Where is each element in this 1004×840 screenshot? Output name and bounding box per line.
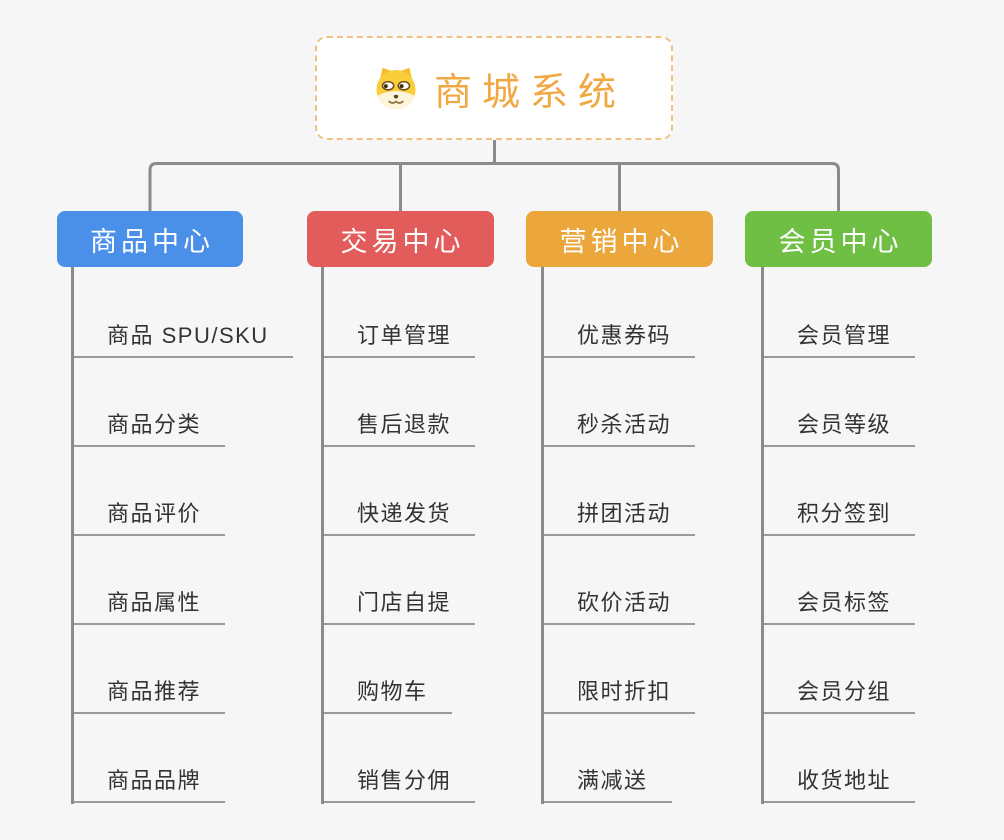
child-node[interactable]: 秒杀活动 <box>544 410 696 447</box>
branch-node-trade-center[interactable]: 交易中心 <box>307 211 494 267</box>
child-node[interactable]: 会员分组 <box>764 677 916 714</box>
child-list-trade-center: 订单管理 售后退款 快递发货 门店自提 购物车 销售分佣 <box>321 267 556 804</box>
branch-bus-line <box>148 162 840 211</box>
branch-node-member-center[interactable]: 会员中心 <box>745 211 932 267</box>
child-node[interactable]: 售后退款 <box>324 410 476 447</box>
child-list-marketing-center: 优惠券码 秒杀活动 拼团活动 砍价活动 限时折扣 满减送 <box>541 267 776 804</box>
child-node[interactable]: 商品属性 <box>74 588 226 625</box>
child-node[interactable]: 商品 SPU/SKU <box>74 321 293 358</box>
child-list-member-center: 会员管理 会员等级 积分签到 会员标签 会员分组 收货地址 <box>761 267 996 804</box>
child-node[interactable]: 会员管理 <box>764 321 916 358</box>
child-node[interactable]: 限时折扣 <box>544 677 696 714</box>
child-node[interactable]: 商品推荐 <box>74 677 226 714</box>
child-node[interactable]: 快递发货 <box>324 499 476 536</box>
child-list-product-center: 商品 SPU/SKU 商品分类 商品评价 商品属性 商品推荐 商品品牌 <box>71 267 306 804</box>
child-node[interactable]: 购物车 <box>324 677 452 714</box>
child-node[interactable]: 会员标签 <box>764 588 916 625</box>
child-node[interactable]: 商品分类 <box>74 410 226 447</box>
child-node[interactable]: 销售分佣 <box>324 766 476 803</box>
child-node[interactable]: 商品评价 <box>74 499 226 536</box>
root-title: 商城系统 <box>433 71 626 114</box>
child-node[interactable]: 砍价活动 <box>544 588 696 625</box>
child-node[interactable]: 优惠券码 <box>544 321 696 358</box>
child-node[interactable]: 积分签到 <box>764 499 916 536</box>
child-node[interactable]: 满减送 <box>544 766 672 803</box>
root-node[interactable]: 商城系统 <box>315 36 673 140</box>
child-node[interactable]: 会员等级 <box>764 410 916 447</box>
child-node[interactable]: 拼团活动 <box>544 499 696 536</box>
branch-node-marketing-center[interactable]: 营销中心 <box>526 211 713 267</box>
child-node[interactable]: 订单管理 <box>324 321 476 358</box>
branch-node-product-center[interactable]: 商品中心 <box>57 211 243 267</box>
child-node[interactable]: 门店自提 <box>324 588 476 625</box>
child-node[interactable]: 收货地址 <box>764 766 916 803</box>
child-node[interactable]: 商品品牌 <box>74 766 226 803</box>
doge-icon <box>376 67 416 109</box>
